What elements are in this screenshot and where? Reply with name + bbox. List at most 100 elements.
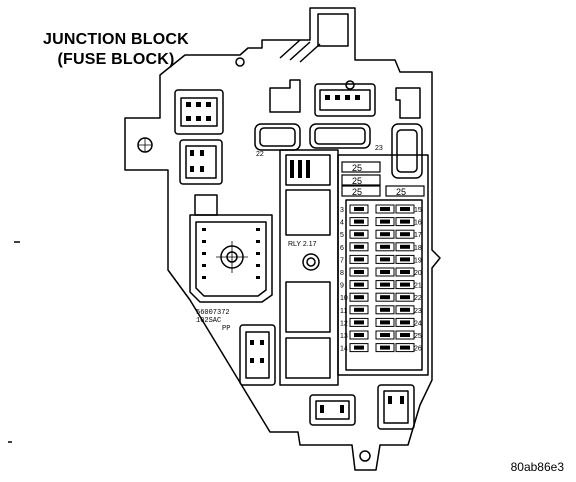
label-22: 22 [256, 151, 264, 158]
mini-fuse-blade [380, 320, 390, 325]
connector-c2 [269, 79, 301, 113]
mini-fuse-blade [400, 333, 410, 337]
connector-c4 [395, 87, 421, 119]
mini-fuse-13-b [375, 330, 395, 340]
fuse-number-right: 25 [414, 333, 422, 340]
mini-fuse-blade [354, 307, 364, 312]
mini-fuse-blade [354, 295, 364, 300]
mini-fuse-7-a [349, 254, 369, 264]
mini-fuse-blade [354, 333, 364, 337]
fuse-number-left: 14 [340, 346, 348, 353]
mini-fuse-5-c [395, 229, 415, 239]
mini-fuse-blade [380, 295, 390, 300]
mini-fuse-blade [380, 219, 390, 224]
mini-fuse-6-a [349, 242, 369, 252]
part-code: PP [222, 325, 230, 333]
mini-fuse-blade [354, 282, 364, 287]
mini-fuse-blade [380, 282, 390, 287]
relay-label: RLY 2.17 [288, 241, 317, 248]
mini-fuse-blade [354, 244, 364, 249]
mini-fuse-8-c [395, 267, 415, 277]
mini-fuse-4-c [395, 217, 415, 227]
mini-fuse-6-c [395, 242, 415, 252]
connector-c3 [314, 83, 376, 117]
mini-fuse-blade [380, 270, 390, 274]
fuse-number-right: 24 [414, 320, 422, 327]
connector-pins [186, 95, 404, 413]
mini-fuse-8-b [375, 267, 395, 277]
fuse-number-left: 10 [340, 295, 348, 302]
mini-fuse-14-b [375, 343, 395, 353]
fuse-number-left: 9 [340, 283, 344, 290]
connector-c9 [194, 194, 218, 216]
fuse-number-right: 15 [414, 207, 422, 214]
mini-fuse-10-c [395, 292, 415, 302]
mini-fuse-12-a [349, 317, 369, 327]
mini-fuse-4-a [349, 217, 369, 227]
connector-c8 [179, 139, 223, 185]
fuse-number-right: 23 [414, 308, 422, 315]
mini-fuse-blade [400, 219, 410, 224]
mini-fuse-blade [380, 257, 390, 262]
mini-fuse-blade [400, 320, 410, 325]
label-23: 23 [375, 145, 383, 152]
mini-fuse-blade [354, 232, 364, 237]
title-line-2: (FUSE BLOCK) [57, 51, 175, 68]
housing-outline [124, 7, 441, 471]
mini-fuse-blade [400, 295, 410, 300]
mini-fuse-blade [380, 207, 390, 211]
fuse-number-left: 12 [340, 320, 348, 327]
mini-fuse-blade [400, 270, 410, 274]
mini-fuse-5-a [349, 229, 369, 239]
reference-code: 80ab86e3 [510, 460, 564, 474]
mini-fuse-blade [354, 270, 364, 274]
fuse-25-b: 25 [352, 176, 362, 186]
mini-fuse-10-a [349, 292, 369, 302]
mini-fuse-9-a [349, 280, 369, 290]
mini-fuse-8-a [349, 267, 369, 277]
connector-c5 [254, 123, 301, 151]
mounting-hole-bottom [359, 450, 371, 462]
mini-fuse-blade [354, 257, 364, 262]
mini-fuse-3-a [349, 204, 369, 214]
mini-fuse-14-c [395, 343, 415, 353]
mini-fuse-9-c [395, 280, 415, 290]
part-suffix: 102SAC [196, 317, 221, 325]
connector-b1 [239, 324, 276, 386]
top-tab-hatch [279, 39, 321, 63]
mini-fuse-3-c [395, 204, 415, 214]
mini-fuse-blade [400, 345, 410, 350]
fuse-number-left: 7 [340, 257, 344, 264]
fuse-number-left: 4 [340, 220, 344, 227]
mini-fuse-blade [400, 232, 410, 237]
mini-fuse-blade [354, 219, 364, 224]
fuse-number-left: 8 [340, 270, 344, 277]
fuse-panel [337, 154, 429, 376]
mini-fuse-blade [380, 307, 390, 312]
mini-fuse-13-c [395, 330, 415, 340]
mini-fuse-blade [400, 282, 410, 287]
mounting-hole-center [302, 253, 320, 271]
fuse-number-left: 11 [340, 308, 347, 315]
fuse-number-left: 5 [340, 232, 344, 239]
mini-fuse-blade [354, 345, 364, 350]
mini-fuse-blade [354, 320, 364, 325]
mini-fuse-7-c [395, 254, 415, 264]
mini-fuse-rows [349, 204, 415, 353]
mini-fuse-blade [380, 345, 390, 350]
mini-fuse-14-a [349, 343, 369, 353]
fuse-panel-inner [345, 199, 423, 371]
part-number: 56007372 [196, 309, 230, 317]
fuse-25-c: 25 [352, 187, 362, 197]
mini-fuse-4-b [375, 217, 395, 227]
mini-fuse-blade [400, 307, 410, 312]
mounting-hole-top [345, 80, 355, 90]
mini-fuse-blade [380, 333, 390, 337]
mini-fuse-12-c [395, 317, 415, 327]
mini-fuse-11-a [349, 305, 369, 315]
title-line-1: JUNCTION BLOCK [43, 31, 189, 48]
mini-fuse-7-b [375, 254, 395, 264]
mini-fuse-blade [400, 257, 410, 262]
